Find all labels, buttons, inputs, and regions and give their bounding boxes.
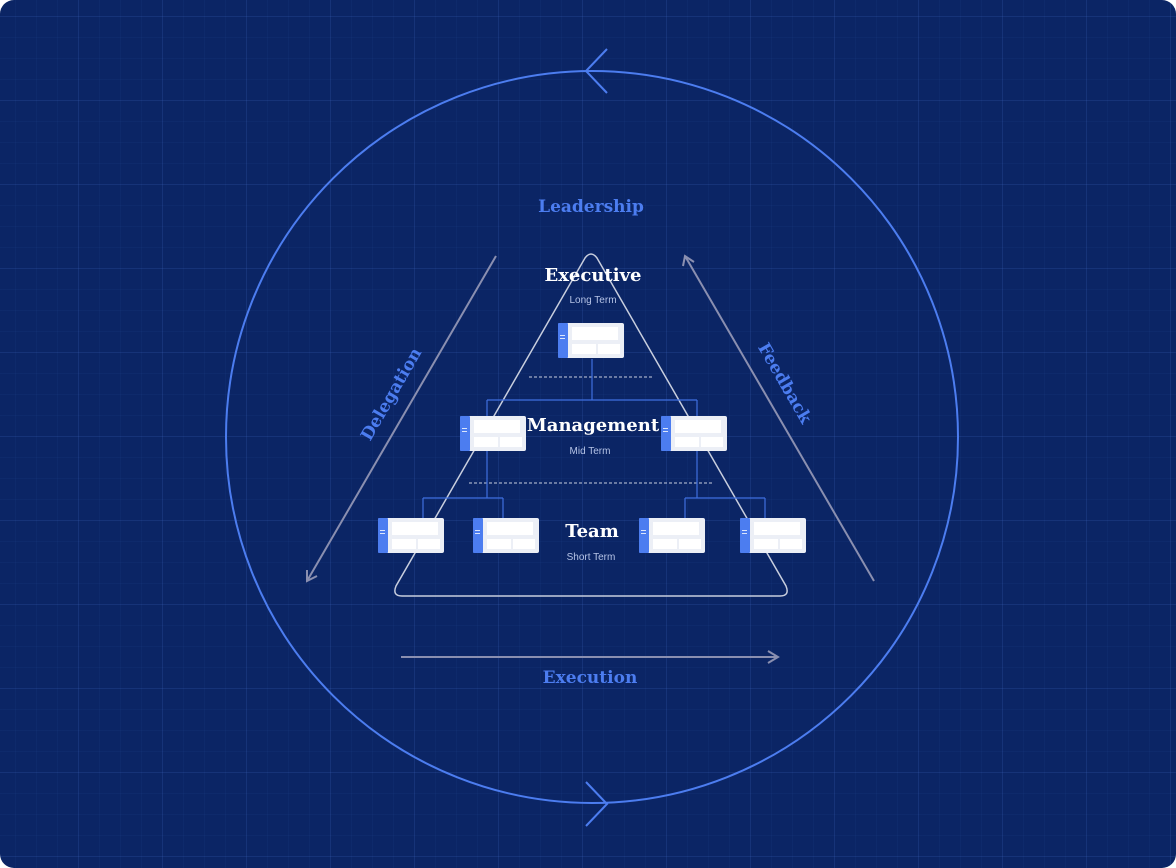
- feedback-label: Feedback: [753, 340, 816, 429]
- team-tier-title: Team: [565, 521, 619, 542]
- delegation-arrow: [306, 255, 497, 583]
- team-card-3: [639, 518, 705, 553]
- execution-label: Execution: [543, 668, 638, 688]
- org-connectors: [422, 359, 766, 518]
- executive-tier-title: Executive: [544, 265, 641, 286]
- leadership-cycle-circle: [225, 70, 959, 804]
- executive-card: [558, 323, 624, 358]
- management-card-right: [661, 416, 727, 451]
- execution-arrow: [401, 650, 780, 664]
- team-card-1: [378, 518, 444, 553]
- hierarchy-pyramid: [394, 253, 788, 597]
- management-card-left: [460, 416, 526, 451]
- cycle-arrowhead-top: [584, 48, 608, 94]
- team-tier-subtitle: Short Term: [567, 552, 616, 563]
- management-tier-subtitle: Mid Term: [570, 446, 611, 457]
- leadership-label: Leadership: [538, 197, 644, 217]
- team-card-2: [473, 518, 539, 553]
- cycle-arrowhead-bottom: [585, 781, 609, 827]
- feedback-arrow: [682, 254, 875, 582]
- team-card-4: [740, 518, 806, 553]
- executive-tier-subtitle: Long Term: [569, 295, 616, 306]
- management-tier-title: Management: [527, 415, 660, 436]
